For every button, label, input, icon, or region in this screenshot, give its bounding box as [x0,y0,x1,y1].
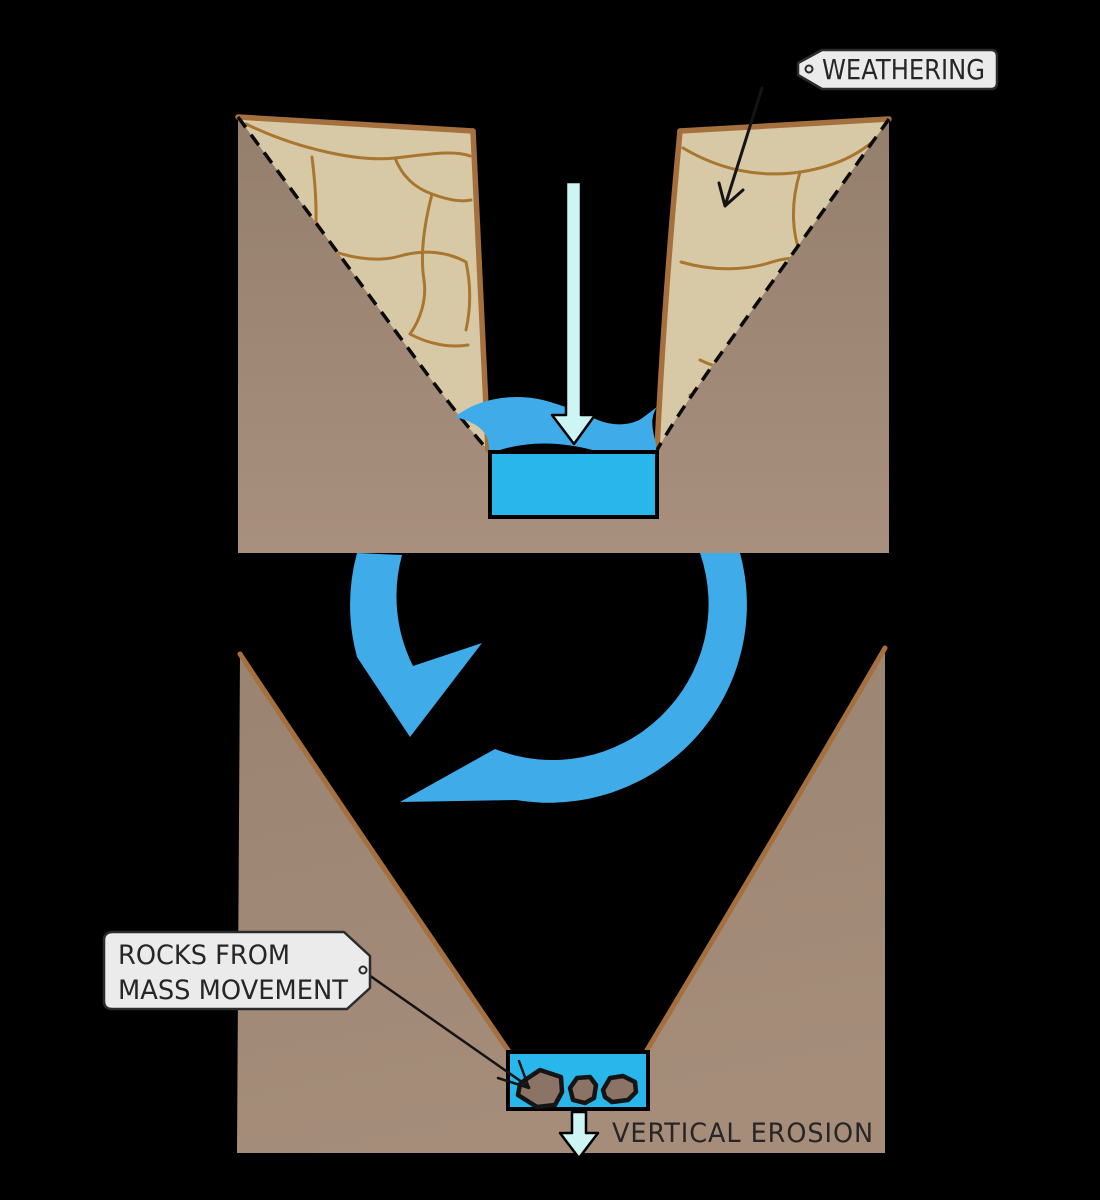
rocks-pointer-arrow-icon [364,971,531,1090]
tag-hole-icon [804,64,814,74]
vertical-erosion-caption: VERTICAL EROSION [612,1118,874,1149]
weathered-rock-left [238,117,488,450]
lower-valley-diagram: VERTICAL EROSION [237,645,888,1160]
cycle-arrow-icon [350,553,747,803]
boulder-middle [567,1074,599,1106]
rocks-tag [102,930,372,1011]
cycle-arrow-head-segment [350,553,482,737]
weathered-rock-right [657,119,889,450]
erosion-arrow-icon [558,1110,600,1160]
river-splash [455,396,657,452]
weathering-label-text: WEATHERING [822,53,985,86]
boulder-left [515,1067,565,1110]
downcutting-arrow-icon [550,180,597,446]
upper-valley-diagram [235,114,892,553]
upper-surface-edges [235,114,892,453]
weathering-label: WEATHERING [717,48,999,208]
lower-soil-body [237,648,885,1153]
rocks-label-line1: ROCKS FROM [118,940,290,971]
rocks-label-line2: MASS MOVEMENT [118,975,348,1006]
upper-river-channel [488,450,659,519]
boulders [515,1067,639,1110]
boulder-right [600,1073,639,1105]
rocks-label: ROCKS FROM MASS MOVEMENT [102,930,531,1090]
cycle-arrow-tail-segment [400,553,747,803]
lower-valley-slope-edges [237,645,888,1056]
weathering-tag [796,48,999,91]
weathering-profile-dashed-lines [236,115,891,452]
weathering-pointer-arrow-icon [717,86,764,208]
tag-hole-icon [358,965,368,975]
